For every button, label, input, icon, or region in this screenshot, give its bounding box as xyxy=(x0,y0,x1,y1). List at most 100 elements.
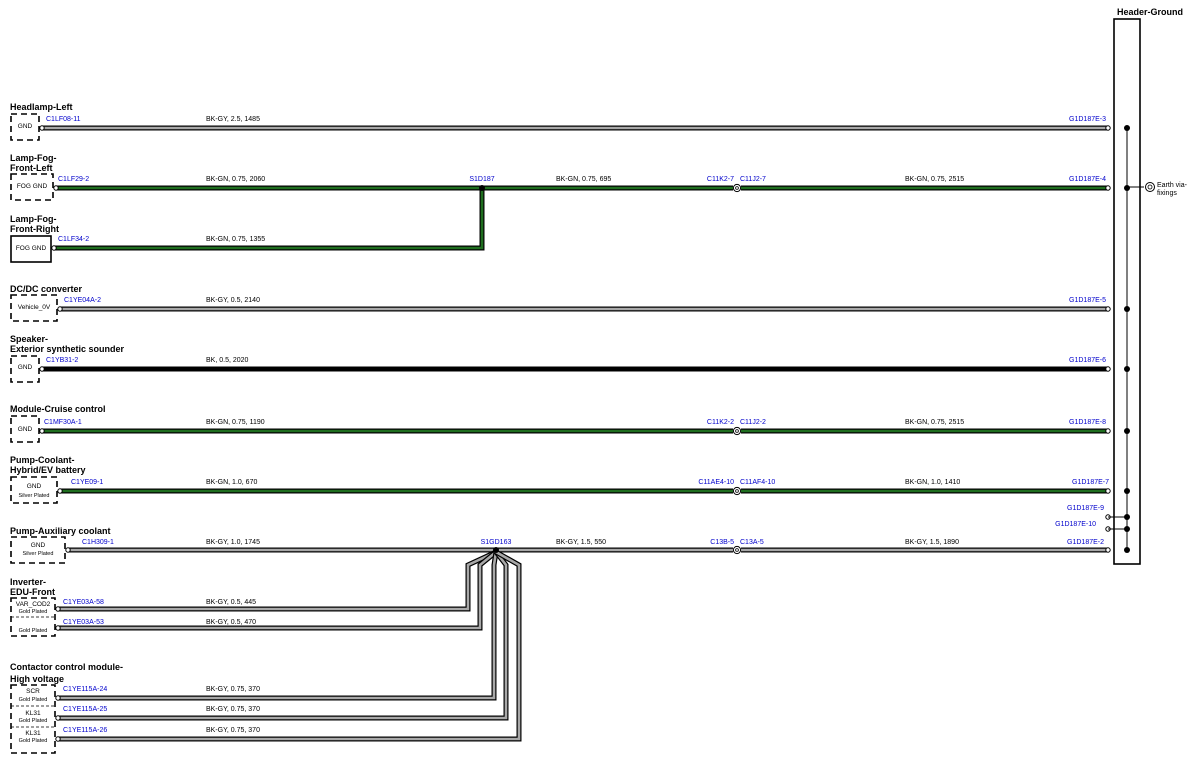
component-box-pump-coolant xyxy=(10,476,58,504)
connector-label: C11AF4-10 xyxy=(740,479,775,486)
ground-terminal xyxy=(1105,366,1111,372)
component-box-cruise xyxy=(10,415,40,443)
ground-terminal xyxy=(1105,428,1111,434)
wire-spec-label: BK-GY, 0.75, 370 xyxy=(206,706,260,713)
pin-label: Silver Plated xyxy=(19,493,50,499)
pin-label: KL31 xyxy=(25,710,41,717)
pin-terminal xyxy=(51,245,57,251)
ground-terminal xyxy=(1105,488,1111,494)
inline-connector-icon-inner xyxy=(735,186,739,190)
splice-dot xyxy=(479,185,485,191)
bus-junction-dot xyxy=(1124,185,1130,191)
bus-junction-dot xyxy=(1124,488,1130,494)
pin-label: Vehicle_0V xyxy=(18,304,51,311)
wire-contactor-26-core xyxy=(58,550,521,741)
wire-spec-label: BK-GY, 0.75, 370 xyxy=(206,727,260,734)
connector-label: C13B-5 xyxy=(710,539,734,546)
component-name: Front-Right xyxy=(10,224,59,234)
component-name: Front-Left xyxy=(10,163,53,173)
header-ground-title: Header-Ground xyxy=(1117,7,1183,17)
wire-inverter-58 xyxy=(58,549,498,612)
wire-spec-label: BK-GY, 0.5, 470 xyxy=(206,619,256,626)
pin-label: GND xyxy=(31,542,46,549)
connector-label: G1D187E-10 xyxy=(1055,521,1096,528)
connector-label: C11K2-2 xyxy=(707,419,734,426)
pin-label: GND xyxy=(18,364,33,371)
wire-inverter-58-core xyxy=(58,550,497,611)
wire-contactor-24 xyxy=(58,551,499,701)
wire-spec-label: BK-GY, 1.5, 550 xyxy=(556,539,606,546)
earth-terminal-inner xyxy=(1147,184,1153,190)
wire-spec-label: BK-GY, 2.5, 1485 xyxy=(206,116,260,123)
pin-terminal xyxy=(39,428,45,434)
pin-label: FOG GND xyxy=(16,245,47,252)
wire-spec-label: BK-GN, 0.75, 1190 xyxy=(206,419,265,426)
pin-terminal xyxy=(55,625,61,631)
pin-label: SCR xyxy=(26,688,40,695)
wire-spec-label: BK-GN, 0.75, 2060 xyxy=(206,176,265,183)
wire-inverter-53-core xyxy=(58,550,497,630)
connector-label: C1MF30A-1 xyxy=(44,419,82,426)
wire-fog-right-outline xyxy=(54,188,485,251)
wire-spec-label: BK-GN, 0.75, 2515 xyxy=(905,176,964,183)
bus-junction-dot xyxy=(1124,547,1130,553)
component-name: Exterior synthetic sounder xyxy=(10,344,125,354)
component-name: Headlamp-Left xyxy=(10,102,73,112)
wire-contactor-25-core xyxy=(58,551,508,720)
wire-contactor-24-outline xyxy=(58,551,499,701)
connector-label: C11K2-7 xyxy=(707,176,734,183)
bus-junction-dot xyxy=(1124,366,1130,372)
wire-spec-label: BK, 0.5, 2020 xyxy=(206,357,249,364)
component-name: Lamp-Fog- xyxy=(10,153,57,163)
connector-label: G1D187E-3 xyxy=(1069,116,1106,123)
pin-label: Silver Plated xyxy=(23,551,54,557)
connector-label: G1D187E-7 xyxy=(1072,479,1109,486)
wire-spec-label: BK-GN, 0.75, 1355 xyxy=(206,236,265,243)
wire-contactor-25-outline xyxy=(58,550,509,721)
inline-connector-icon-inner xyxy=(735,548,739,552)
component-box-dcdc xyxy=(10,294,58,322)
connector-label: C1LF08-11 xyxy=(46,116,81,123)
wire-fog-right-core xyxy=(54,188,484,250)
pin-terminal xyxy=(57,306,63,312)
connector-label: G1D187E-8 xyxy=(1069,419,1106,426)
connector-label: C1YE09-1 xyxy=(71,479,103,486)
wire-inverter-58-outline xyxy=(58,549,498,612)
component-name: EDU-Front xyxy=(10,587,55,597)
component-name: Pump-Coolant- xyxy=(10,455,75,465)
component-box-pump-aux xyxy=(10,536,66,564)
wire-spec-label: BK-GN, 1.0, 1410 xyxy=(905,479,960,486)
component-name: Pump-Auxiliary coolant xyxy=(10,526,111,536)
pin-terminal xyxy=(39,125,45,131)
wire-spec-label: BK-GY, 1.5, 1890 xyxy=(905,539,959,546)
connector-label: G1D187E-4 xyxy=(1069,176,1106,183)
bus-junction-dot xyxy=(1124,306,1130,312)
component-name: High voltage xyxy=(10,674,64,684)
connector-label: C11J2-2 xyxy=(740,419,766,426)
connector-label: G1D187E-5 xyxy=(1069,297,1106,304)
pin-label: KL31 xyxy=(25,730,41,737)
wire-inverter-53 xyxy=(58,550,498,631)
component-box-headlamp xyxy=(10,113,40,141)
wire-fog-right xyxy=(54,188,485,251)
component-name: Inverter- xyxy=(10,577,46,587)
ground-terminal xyxy=(1105,125,1111,131)
wire-spec-label: BK-GY, 0.5, 2140 xyxy=(206,297,260,304)
connector-label: C1LF29-2 xyxy=(58,176,89,183)
pin-terminal xyxy=(39,366,45,372)
connector-label: C1H309-1 xyxy=(82,539,114,546)
component-box-fog-left xyxy=(10,173,54,201)
earth-label: Earth via- xyxy=(1157,182,1188,189)
connector-label: C11AE4-10 xyxy=(698,479,734,486)
component-box-speaker xyxy=(10,355,40,383)
pin-terminal xyxy=(65,547,71,553)
pin-terminal xyxy=(57,488,63,494)
wire-contactor-26 xyxy=(58,549,522,742)
pin-label: Gold Plated xyxy=(19,738,48,744)
pin-terminal xyxy=(55,606,61,612)
connector-label: C1YB31-2 xyxy=(46,357,78,364)
wire-contactor-26-outline xyxy=(58,549,522,742)
connector-label: C13A-5 xyxy=(740,539,764,546)
connector-label: C1YE115A-25 xyxy=(63,706,107,713)
